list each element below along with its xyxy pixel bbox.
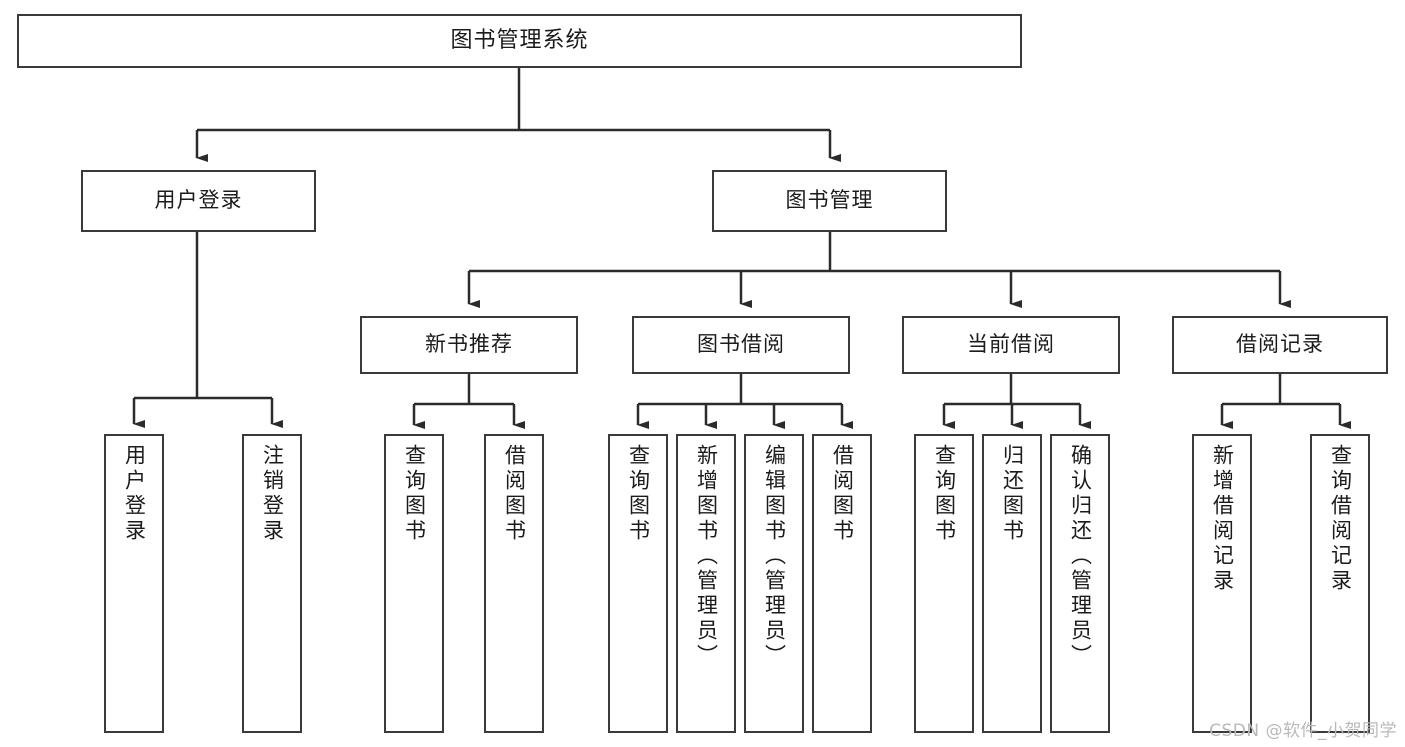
leaf-confirm-return-textwrap: 确认归还（管理员） xyxy=(1068,442,1093,733)
node-new-book-rec[interactable]: 新书推荐 xyxy=(360,316,578,374)
node-book-borrow-label: 图书借阅 xyxy=(697,332,785,357)
leaf-user-login[interactable]: 用户登录 xyxy=(104,434,164,733)
leaf-query-book-3[interactable]: 查询图书 xyxy=(914,434,974,733)
leaf-query-book-1[interactable]: 查询图书 xyxy=(384,434,444,733)
leaf-query-record[interactable]: 查询借阅记录 xyxy=(1310,434,1370,733)
leaf-query-book-2-textwrap: 查询图书 xyxy=(626,442,651,733)
leaf-borrow-book-2-textwrap: 借阅图书 xyxy=(830,442,855,733)
leaf-edit-book-label: 编辑图书（管理员） xyxy=(762,444,787,669)
leaf-query-book-1-label: 查询图书 xyxy=(402,444,427,544)
leaf-return-book[interactable]: 归还图书 xyxy=(982,434,1042,733)
leaf-confirm-return-label: 确认归还（管理员） xyxy=(1068,444,1093,669)
node-root-label: 图书管理系统 xyxy=(450,27,589,53)
leaf-query-book-2-label: 查询图书 xyxy=(626,444,651,544)
leaf-query-book-1-textwrap: 查询图书 xyxy=(402,442,427,733)
leaf-confirm-return[interactable]: 确认归还（管理员） xyxy=(1050,434,1110,733)
leaf-add-book-textwrap: 新增图书（管理员） xyxy=(694,442,719,733)
leaf-borrow-book-1-textwrap: 借阅图书 xyxy=(502,442,527,733)
leaf-edit-book-textwrap: 编辑图书（管理员） xyxy=(762,442,787,733)
node-current-borrow-label: 当前借阅 xyxy=(967,332,1055,357)
leaf-user-login-label: 用户登录 xyxy=(122,444,147,544)
node-borrow-record[interactable]: 借阅记录 xyxy=(1172,316,1388,374)
node-book-manage[interactable]: 图书管理 xyxy=(712,170,947,232)
leaf-add-book[interactable]: 新增图书（管理员） xyxy=(676,434,736,733)
leaf-add-book-label: 新增图书（管理员） xyxy=(694,444,719,669)
leaf-query-book-2[interactable]: 查询图书 xyxy=(608,434,668,733)
leaf-return-book-label: 归还图书 xyxy=(1000,444,1025,544)
leaf-edit-book[interactable]: 编辑图书（管理员） xyxy=(744,434,804,733)
leaf-query-book-3-textwrap: 查询图书 xyxy=(932,442,957,733)
leaf-query-record-label: 查询借阅记录 xyxy=(1328,444,1353,594)
leaf-add-record[interactable]: 新增借阅记录 xyxy=(1192,434,1252,733)
leaf-borrow-book-2-label: 借阅图书 xyxy=(830,444,855,544)
leaf-borrow-book-1[interactable]: 借阅图书 xyxy=(484,434,544,733)
node-book-manage-label: 图书管理 xyxy=(785,188,874,213)
leaf-borrow-book-1-label: 借阅图书 xyxy=(502,444,527,544)
leaf-logout[interactable]: 注销登录 xyxy=(242,434,302,733)
leaf-query-book-3-label: 查询图书 xyxy=(932,444,957,544)
leaf-add-record-label: 新增借阅记录 xyxy=(1210,444,1235,594)
leaf-borrow-book-2[interactable]: 借阅图书 xyxy=(812,434,872,733)
leaf-return-book-textwrap: 归还图书 xyxy=(1000,442,1025,733)
node-user-login[interactable]: 用户登录 xyxy=(81,170,316,232)
node-new-book-rec-label: 新书推荐 xyxy=(425,332,513,357)
node-user-login-label: 用户登录 xyxy=(154,188,243,213)
leaf-logout-label: 注销登录 xyxy=(260,444,285,544)
node-root[interactable]: 图书管理系统 xyxy=(17,14,1022,68)
node-borrow-record-label: 借阅记录 xyxy=(1236,332,1324,357)
leaf-user-login-textwrap: 用户登录 xyxy=(122,442,147,733)
node-current-borrow[interactable]: 当前借阅 xyxy=(902,316,1120,374)
leaf-add-record-textwrap: 新增借阅记录 xyxy=(1210,442,1235,733)
node-book-borrow[interactable]: 图书借阅 xyxy=(632,316,850,374)
csdn-watermark: CSDN @软件_小贺同学 xyxy=(1209,721,1397,741)
leaf-query-record-textwrap: 查询借阅记录 xyxy=(1328,442,1353,733)
leaf-logout-textwrap: 注销登录 xyxy=(260,442,285,733)
